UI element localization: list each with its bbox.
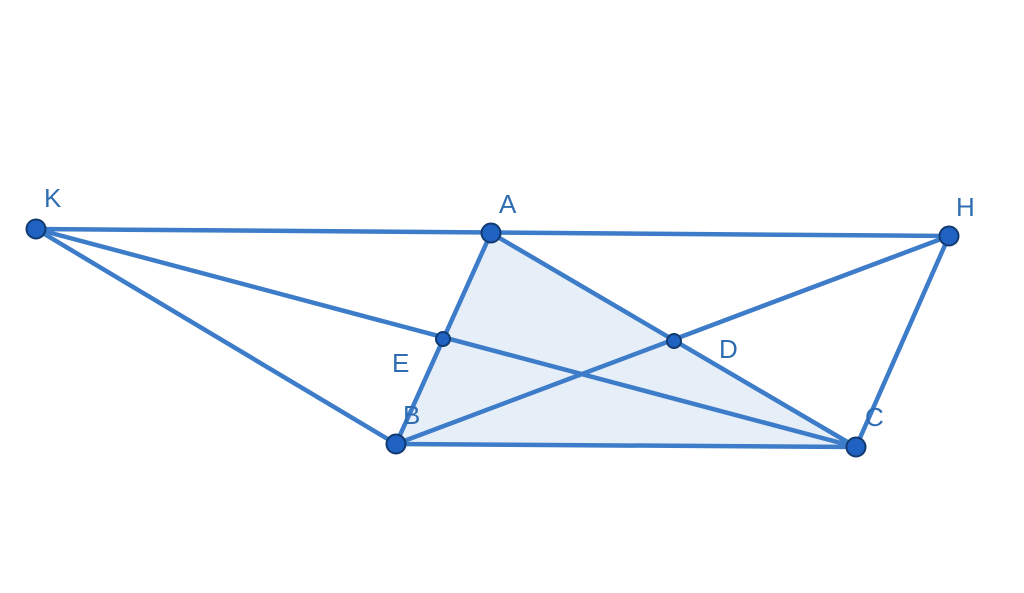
label-d: D [719,334,738,364]
label-c: C [865,402,884,432]
label-k: K [44,183,62,213]
points-group [25,218,960,458]
point-e [435,331,451,347]
point-k [25,218,47,240]
segment-bc [393,441,859,450]
segment-hc [853,233,952,450]
point-h [938,225,960,247]
point-d [666,333,682,349]
point-c [845,436,867,458]
label-e: E [392,348,409,378]
point-b [385,433,407,455]
segment-kb [33,226,399,447]
label-a: A [499,189,517,219]
label-b: B [403,400,420,430]
point-a [480,222,502,244]
triangle-abc-fill [396,233,856,447]
label-h: H [956,192,975,222]
